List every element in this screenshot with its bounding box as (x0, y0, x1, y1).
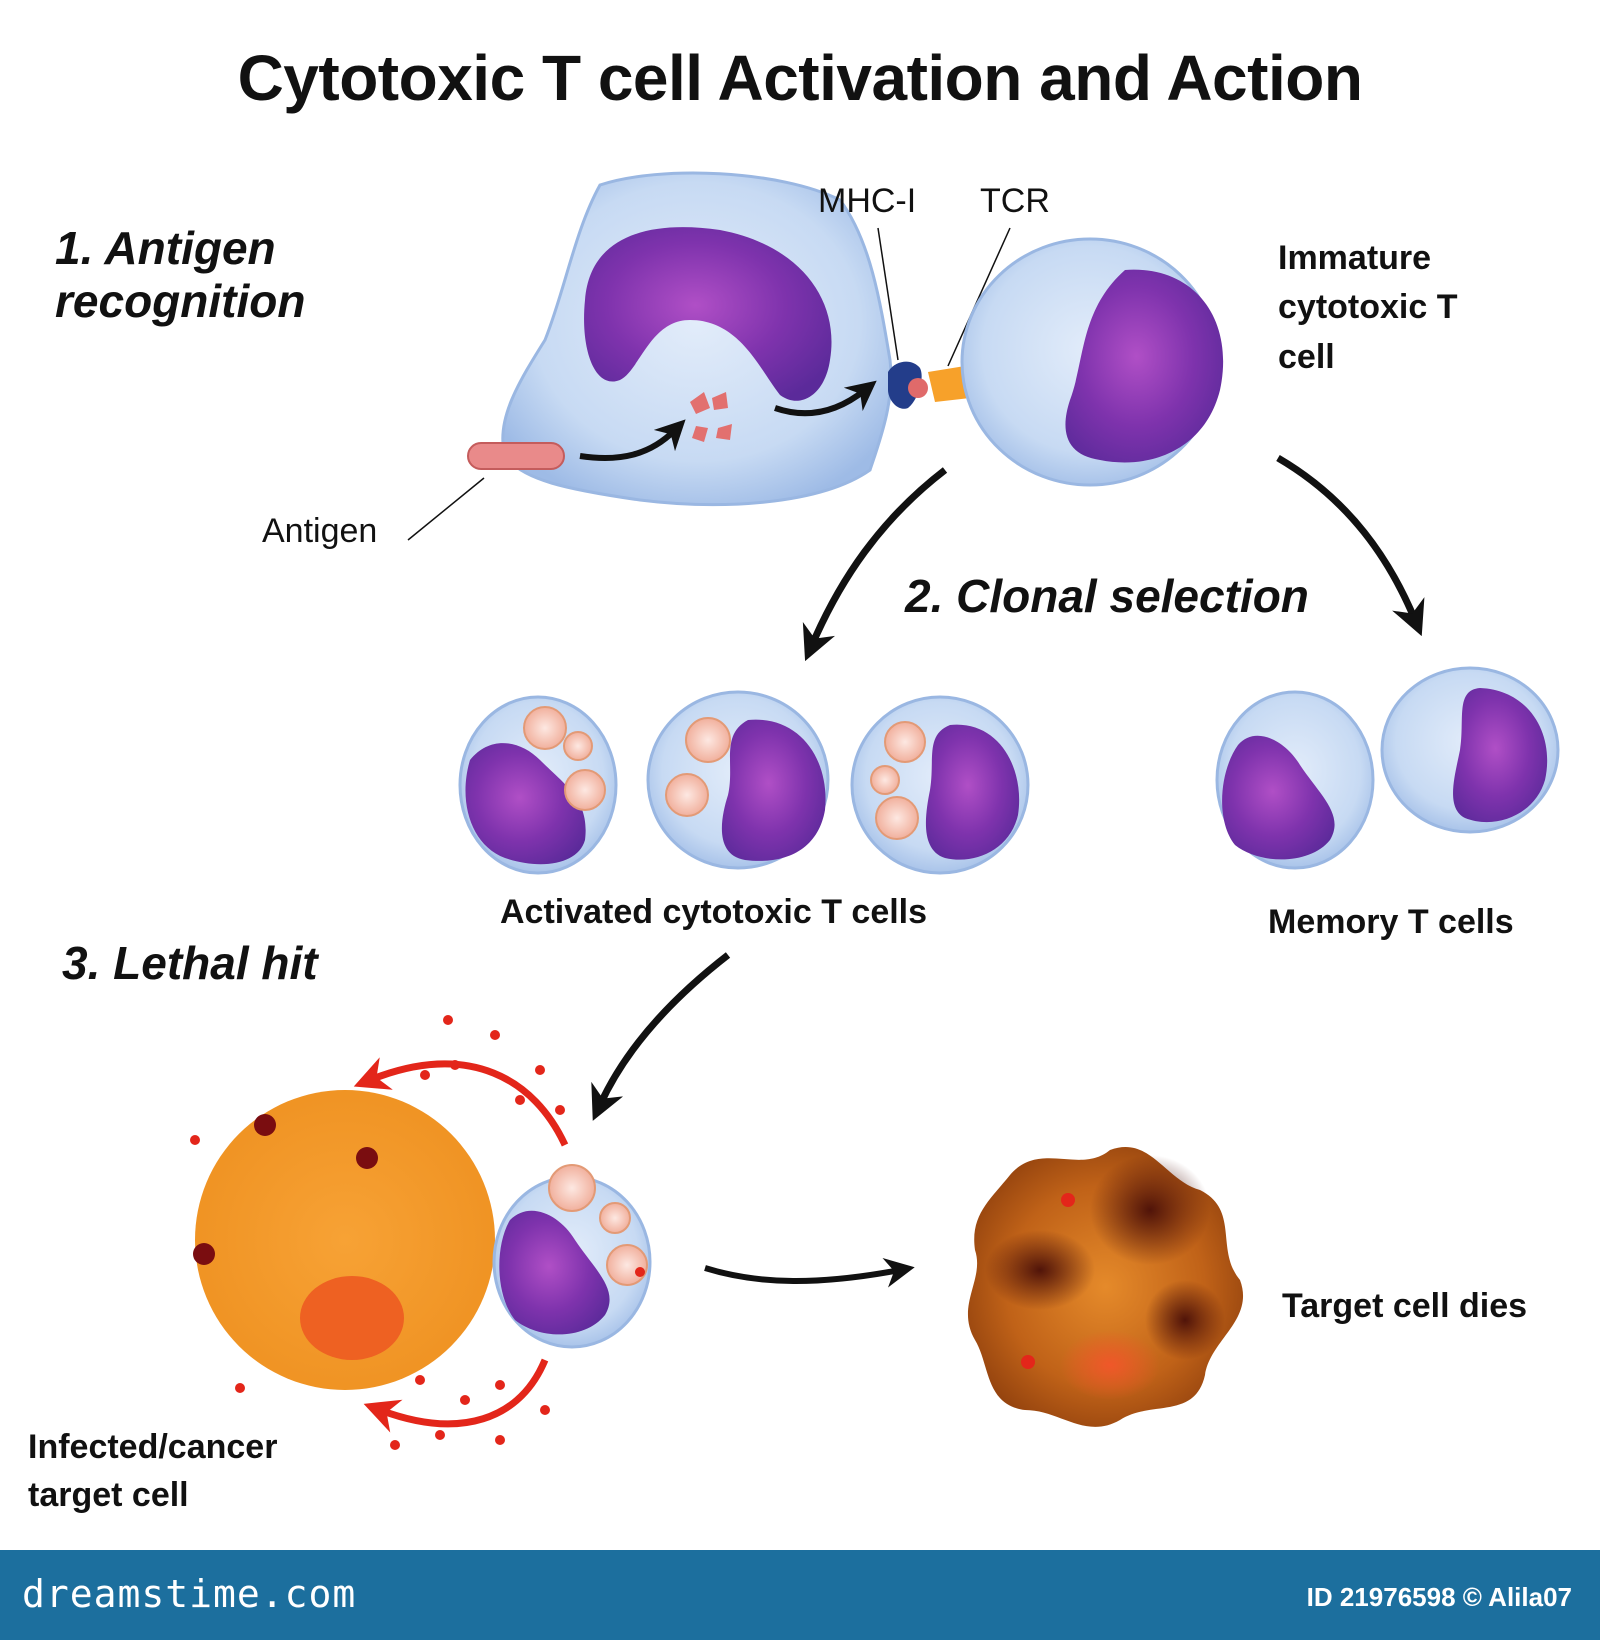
diagram-title: Cytotoxic T cell Activation and Action (237, 42, 1363, 114)
antigen-presenting-cell (501, 171, 893, 507)
perforin-arrow-bottom (363, 1358, 549, 1433)
step-1-label: 1. Antigen recognition (55, 222, 306, 327)
activated-t-cells-label: Activated cytotoxic T cells (500, 893, 928, 931)
infected-target-cell (193, 1090, 495, 1390)
to-lethal-hit-arrow (591, 952, 731, 1121)
perforin-arrow-top (353, 1057, 569, 1147)
granzyme-dots (190, 1015, 645, 1450)
activated-t-cell (458, 695, 618, 875)
infected-target-cell-label: Infected/cancer target cell (28, 1428, 278, 1514)
memory-t-cell (1215, 690, 1375, 870)
activated-t-cell (850, 695, 1030, 875)
immature-t-cell (960, 237, 1224, 487)
presentation-arrow (774, 380, 877, 417)
step-2-label: 2. Clonal selection (905, 570, 1309, 622)
mhc-label: MHC-I (818, 182, 917, 220)
footer-credit: ID 21976598 © Alila07 (1306, 1582, 1572, 1612)
tcr-label: TCR (980, 182, 1050, 220)
apc-nucleus (584, 227, 832, 401)
attacking-t-cell (492, 1164, 652, 1349)
to-memory-arrow (1276, 454, 1425, 637)
mhc-receptor-icon (877, 227, 928, 409)
immature-t-cell-label: Immature cytotoxic T cell (1278, 239, 1458, 376)
antigen-rod-icon (407, 442, 565, 541)
antigen-fragments (690, 392, 732, 442)
footer-site[interactable]: dreamstime.com (22, 1572, 357, 1616)
antigen-label: Antigen (262, 512, 378, 550)
memory-t-cell (1380, 666, 1560, 834)
activated-t-cell (646, 690, 830, 870)
tcr-receptor-icon (928, 227, 1011, 402)
uptake-arrow (579, 419, 686, 461)
memory-t-cells-label: Memory T cells (1268, 903, 1514, 941)
footer-bar: dreamstime.com ID 21976598 © Alila07 (0, 1550, 1600, 1640)
to-dying-cell-arrow (704, 1258, 915, 1288)
step-3-label: 3. Lethal hit (62, 937, 318, 989)
dying-target-cell (967, 1146, 1244, 1427)
target-cell-dies-label: Target cell dies (1282, 1287, 1528, 1325)
to-activated-arrow (802, 467, 948, 662)
